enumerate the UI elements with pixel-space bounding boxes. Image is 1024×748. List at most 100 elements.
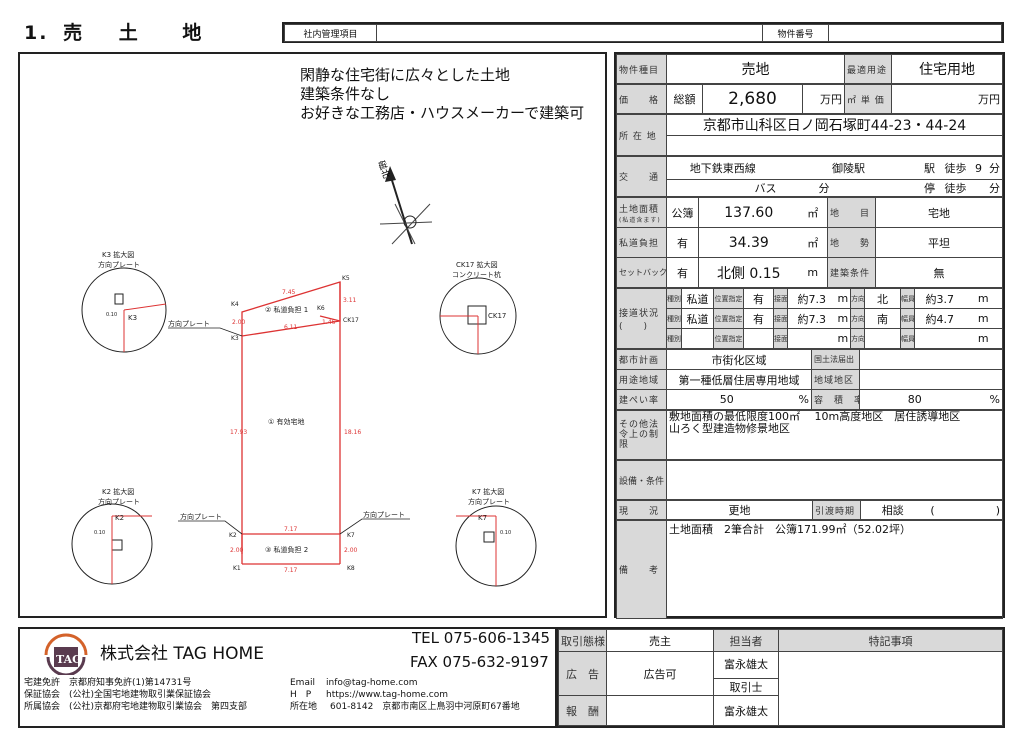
north-arrow-icon: 磁北 bbox=[375, 159, 433, 245]
detail-dim: 0.10 bbox=[500, 530, 511, 536]
use-value: 住宅用地 bbox=[891, 54, 1003, 84]
area-kind: 公簿 bbox=[666, 197, 699, 228]
road-front bbox=[787, 328, 836, 349]
sqm-unit: ㎡ bbox=[798, 197, 828, 228]
traffic-label: 交 通 bbox=[616, 156, 667, 197]
guarantee-assoc: 保証協会 (公社)全国宅地建物取引業保証協会 bbox=[24, 690, 212, 700]
plate-label: 方向プレート bbox=[180, 512, 222, 521]
admin-table: 社内管理項目 物件番号 bbox=[282, 22, 1004, 43]
price-unit: 万円 bbox=[802, 84, 845, 114]
detail-dim: 0.10 bbox=[106, 312, 117, 318]
city-plan-value: 市街化区域 bbox=[666, 349, 812, 370]
length-label: 2.00 bbox=[344, 547, 358, 554]
road-head-kind: 種別 bbox=[666, 328, 682, 349]
road-head-front: 接面 bbox=[773, 328, 788, 349]
point-label: K6 bbox=[317, 305, 325, 312]
price-label: 価 格 bbox=[616, 84, 667, 114]
point-label: K8 bbox=[347, 565, 355, 572]
email-link[interactable]: info@tag-home.com bbox=[326, 678, 418, 688]
fee-label: 報 酬 bbox=[558, 695, 607, 726]
road-label-text: 接道状況 bbox=[619, 308, 660, 319]
special-label: 特記事項 bbox=[778, 629, 1003, 652]
title-char: 売 bbox=[63, 22, 85, 44]
staff-cell: 富永雄太取引士 bbox=[713, 651, 779, 696]
lot-boundary bbox=[241, 281, 341, 565]
handover-label: 引渡時期 bbox=[812, 500, 861, 520]
paren-right: ) bbox=[940, 500, 1003, 520]
catchcopy-line: お好きな工務店・ハウスメーカーで建築可 bbox=[300, 104, 585, 122]
detail-ck17: CK17 拡大図 コンクリート杭 CK17 bbox=[439, 260, 517, 355]
road-head-dir: 方向 bbox=[850, 328, 865, 349]
detail-sub: 方向プレート bbox=[98, 497, 140, 506]
location-value: 京都市山科区日ノ岡石塚町44-23・44-24 bbox=[666, 114, 1003, 136]
title-char: 地 bbox=[182, 22, 204, 44]
road-head-pos: 位置指定 bbox=[713, 308, 744, 329]
length-label: 3.11 bbox=[343, 297, 357, 304]
area-label-text: 土地面積 bbox=[619, 204, 660, 215]
plate-label: 方向プレート bbox=[168, 319, 210, 328]
company-logo-icon: TAG bbox=[44, 633, 88, 675]
handover-value: 相談 bbox=[860, 500, 925, 520]
chisei-label: 地 勢 bbox=[827, 227, 876, 258]
detail-sub: 方向プレート bbox=[468, 497, 510, 506]
special-value bbox=[778, 651, 1003, 726]
catchcopy: 閑静な住宅街に広々とした土地 建築条件なし お好きな工務店・ハウスメーカーで建築… bbox=[300, 66, 584, 123]
line-name: 地下鉄東西線 bbox=[666, 156, 779, 180]
zone-label: 用途地域 bbox=[616, 369, 667, 390]
area-label: ① 有効宅地 bbox=[268, 417, 305, 426]
road-head-kind: 種別 bbox=[666, 308, 682, 329]
notes-value: 土地面積 2筆合計 公簿171.99㎡（52.02坪） bbox=[666, 520, 1003, 619]
admin-value[interactable] bbox=[376, 24, 763, 42]
setback-has: 有 bbox=[666, 257, 699, 288]
location-value-2 bbox=[666, 135, 1003, 156]
meter-unit: m bbox=[835, 308, 851, 329]
length-label: 6.11 bbox=[284, 324, 298, 331]
private-road-area: 34.39 bbox=[698, 227, 799, 258]
road-label: 接道状況 ( ) bbox=[616, 288, 667, 349]
city-plan-label: 都市計画 bbox=[616, 349, 667, 370]
setback-label: セットバック bbox=[616, 257, 667, 288]
catchcopy-line: 閑静な住宅街に広々とした土地 bbox=[300, 66, 511, 84]
road-head-kind: 種別 bbox=[666, 288, 682, 309]
length-label: 17.93 bbox=[230, 429, 247, 436]
road-width: 約3.7 bbox=[914, 288, 965, 309]
length-label: 7.17 bbox=[284, 526, 298, 533]
length-label: 7.45 bbox=[282, 289, 296, 296]
area-label: ③ 私道負担 2 bbox=[265, 545, 308, 554]
percent-unit: % bbox=[786, 389, 812, 410]
road-kind: 私道 bbox=[681, 288, 714, 309]
road-dir: 南 bbox=[864, 308, 901, 329]
district-label: 地域地区 bbox=[811, 369, 860, 390]
deal-label: 取引態様 bbox=[558, 629, 607, 652]
detail-k3: K3 拡大図 方向プレート K3 0.10 bbox=[81, 250, 167, 353]
road-dir bbox=[864, 328, 901, 349]
road-width: 約4.7 bbox=[914, 308, 965, 329]
minute-unit: 分 bbox=[986, 179, 1003, 197]
law-line: 敷地面積の最低限度100㎡ 10m高度地区 居住誘導地区 bbox=[669, 410, 961, 423]
property-no-value[interactable] bbox=[828, 24, 1002, 42]
deal-value: 売主 bbox=[606, 629, 714, 652]
detail-title: K7 拡大図 bbox=[472, 487, 504, 496]
hp-link[interactable]: https://www.tag-home.com bbox=[326, 690, 448, 700]
title-char: 土 bbox=[118, 22, 140, 44]
meter-unit: m bbox=[835, 288, 851, 309]
agent-value: 富永雄太 bbox=[713, 695, 779, 726]
road-head-pos: 位置指定 bbox=[713, 328, 744, 349]
stop-suffix: 停 bbox=[918, 179, 941, 197]
hp-label: H P bbox=[290, 690, 312, 700]
license: 宅建免許 京都府知事免許(1)第14731号 bbox=[24, 678, 192, 688]
point-label: K7 bbox=[347, 532, 355, 539]
unit-price: 万円 bbox=[891, 84, 1003, 114]
address-label: 所在地 bbox=[290, 702, 318, 712]
admin-label: 社内管理項目 bbox=[284, 24, 377, 42]
station-suffix: 駅 bbox=[918, 156, 941, 180]
law-value: 敷地面積の最低限度100㎡ 10m高度地区 居住誘導地区山ろく型建造物修景地区 bbox=[666, 410, 1003, 460]
detail-title: K2 拡大図 bbox=[102, 487, 134, 496]
detail-k2: K2 拡大図 方向プレート K2 0.10 bbox=[71, 487, 153, 585]
point-label: K1 bbox=[233, 565, 241, 572]
land-survey-diagram: 閑静な住宅街に広々とした土地 建築条件なし お好きな工務店・ハウスメーカーで建築… bbox=[18, 52, 607, 618]
address: 601-8142 京都市南区上鳥羽中河原町67番地 bbox=[330, 702, 520, 712]
length-label: 2.00 bbox=[230, 547, 244, 554]
catchcopy-line: 建築条件なし bbox=[300, 85, 391, 103]
road-paren: ( ) bbox=[619, 321, 649, 332]
